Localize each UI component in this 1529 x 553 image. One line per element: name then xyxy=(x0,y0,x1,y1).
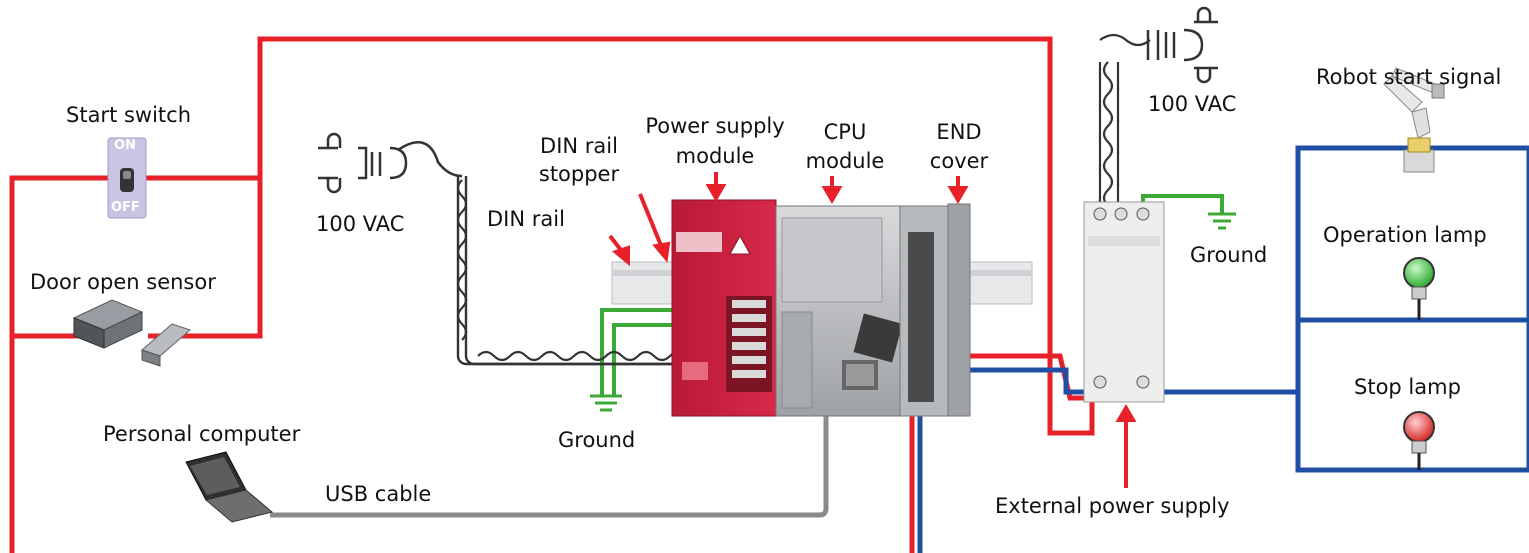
usb-cable-line xyxy=(270,340,829,518)
robot-icon xyxy=(1383,67,1445,173)
personal-computer-label: Personal computer xyxy=(103,422,301,446)
power-cord-left-twist xyxy=(456,179,687,362)
plug-right-icon xyxy=(1146,6,1218,84)
end-cover-label-2: cover xyxy=(929,149,989,173)
cpu-module-label-1: CPU xyxy=(823,120,867,144)
cpu-module-label-2: module xyxy=(805,149,885,173)
ground-symbol-left xyxy=(590,394,622,412)
vac-right-label: 100 VAC xyxy=(1148,92,1237,116)
start-switch-icon[interactable] xyxy=(107,137,147,219)
blue-wiring xyxy=(917,145,1529,553)
ground-left-label: Ground xyxy=(558,428,636,452)
usb-cable-label: USB cable xyxy=(325,482,432,506)
power-cord-right xyxy=(1098,33,1151,223)
vac-left-label: 100 VAC xyxy=(316,212,405,236)
external-power-supply-unit xyxy=(1083,201,1165,403)
door-open-sensor-icon xyxy=(72,299,191,367)
door-open-sensor-label: Door open sensor xyxy=(30,270,216,294)
cpu-module xyxy=(775,205,903,417)
switch-on-label: ON xyxy=(114,138,136,153)
power-supply-module-label-2: module xyxy=(675,144,755,168)
ground-symbol-right xyxy=(1208,212,1236,230)
plug-left-icon xyxy=(318,132,463,194)
din-rail-label: DIN rail xyxy=(487,207,565,231)
power-supply-module xyxy=(671,199,777,417)
power-supply-module-label-1: Power supply xyxy=(645,114,785,138)
start-switch-label: Start switch xyxy=(66,103,192,127)
robot-start-signal-label: Robot start signal xyxy=(1316,65,1502,89)
operation-lamp-label: Operation lamp xyxy=(1323,223,1487,247)
end-cover xyxy=(947,203,971,417)
external-power-supply-label: External power supply xyxy=(995,494,1230,518)
switch-off-label: OFF xyxy=(111,200,140,215)
operation-lamp-icon xyxy=(1403,257,1435,320)
io-module xyxy=(899,205,949,417)
power-cord-left xyxy=(456,176,728,366)
ground-right-label: Ground xyxy=(1190,243,1268,267)
pointer-arrows xyxy=(608,172,1137,488)
laptop-icon xyxy=(185,451,274,523)
stop-lamp-icon xyxy=(1403,411,1435,470)
din-rail-stopper-label-1: DIN rail xyxy=(540,134,618,158)
din-rail-stopper-label-2: stopper xyxy=(538,162,620,186)
stop-lamp-label: Stop lamp xyxy=(1354,375,1461,399)
end-cover-label-1: END xyxy=(936,120,982,144)
